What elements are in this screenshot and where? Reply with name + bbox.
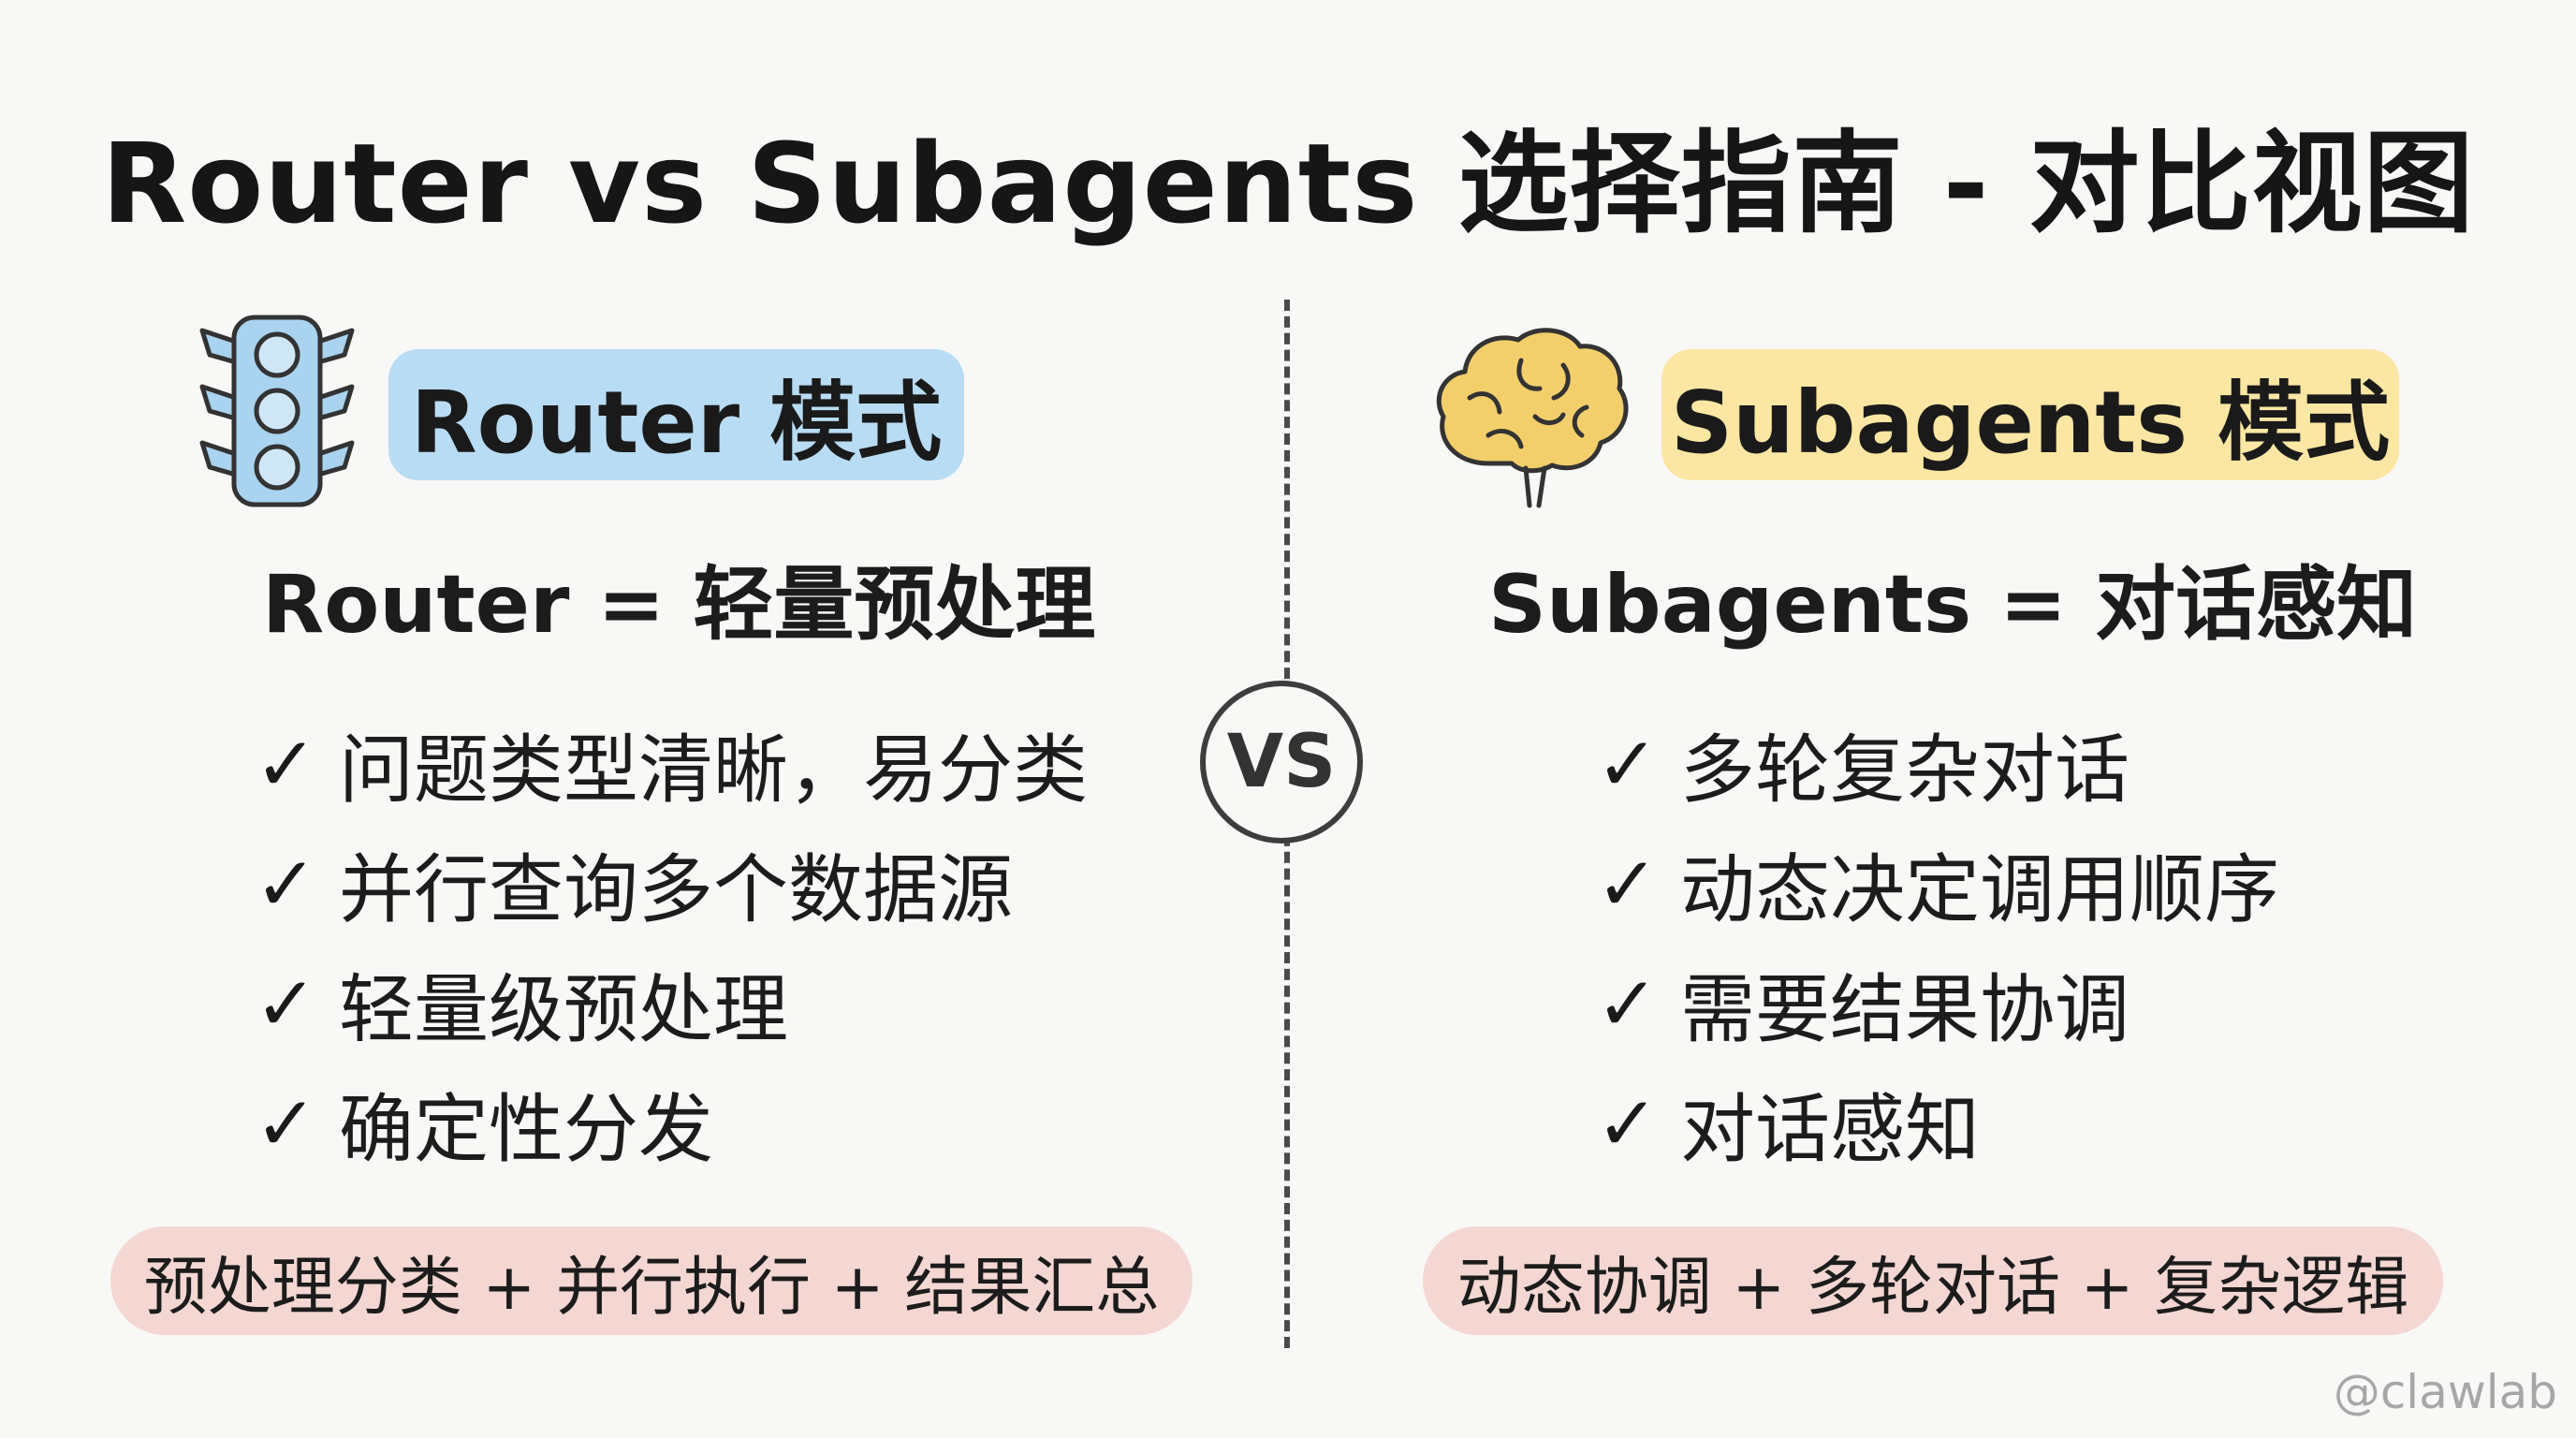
check-icon: ✓: [255, 840, 318, 928]
check-item-label: 并行查询多个数据源: [339, 846, 1013, 933]
subagents-mode-tag: Subagents 模式: [1661, 349, 2399, 480]
router-equation: Router = 轻量预处理: [262, 558, 1096, 652]
vs-badge: VS: [1200, 681, 1363, 844]
subagents-checklist: ✓ 多轮复杂对话 ✓ 动态决定调用顺序 ✓ 需要结果协调 ✓ 对话感知: [1596, 704, 2279, 1183]
router-summary: 预处理分类 + 并行执行 + 结果汇总: [110, 1226, 1193, 1335]
list-item: ✓ 多轮复杂对话: [1596, 704, 2279, 824]
list-item: ✓ 动态决定调用顺序: [1596, 824, 2279, 944]
check-icon: ✓: [255, 720, 318, 808]
check-item-label: 对话感知: [1680, 1086, 1980, 1173]
check-item-label: 问题类型清晰，易分类: [339, 726, 1088, 814]
check-item-label: 确定性分发: [339, 1086, 713, 1173]
check-icon: ✓: [1596, 960, 1660, 1048]
list-item: ✓ 对话感知: [1596, 1064, 2279, 1183]
check-item-label: 需要结果协调: [1680, 966, 2130, 1053]
watermark: @clawlab: [2333, 1365, 2557, 1419]
subagents-equation: Subagents = 对话感知: [1488, 558, 2418, 652]
check-item-label: 多轮复杂对话: [1680, 726, 2130, 814]
list-item: ✓ 需要结果协调: [1596, 944, 2279, 1064]
check-icon: ✓: [1596, 720, 1660, 808]
check-icon: ✓: [1596, 1079, 1660, 1167]
traffic-light-icon: [198, 314, 356, 514]
list-item: ✓ 轻量级预处理: [255, 944, 1088, 1064]
check-icon: ✓: [1596, 840, 1660, 928]
check-item-label: 轻量级预处理: [339, 966, 788, 1053]
page-title: Router vs Subagents 选择指南 - 对比视图: [101, 119, 2475, 248]
subagents-summary: 动态协调 + 多轮对话 + 复杂逻辑: [1423, 1226, 2443, 1335]
router-mode-tag: Router 模式: [388, 349, 964, 480]
check-icon: ✓: [255, 960, 318, 1048]
check-item-label: 动态决定调用顺序: [1680, 846, 2279, 933]
list-item: ✓ 并行查询多个数据源: [255, 824, 1088, 944]
router-checklist: ✓ 问题类型清晰，易分类 ✓ 并行查询多个数据源 ✓ 轻量级预处理 ✓ 确定性分…: [255, 704, 1088, 1183]
brain-icon: [1432, 323, 1633, 514]
list-item: ✓ 问题类型清晰，易分类: [255, 704, 1088, 824]
check-icon: ✓: [255, 1079, 318, 1167]
list-item: ✓ 确定性分发: [255, 1064, 1088, 1183]
